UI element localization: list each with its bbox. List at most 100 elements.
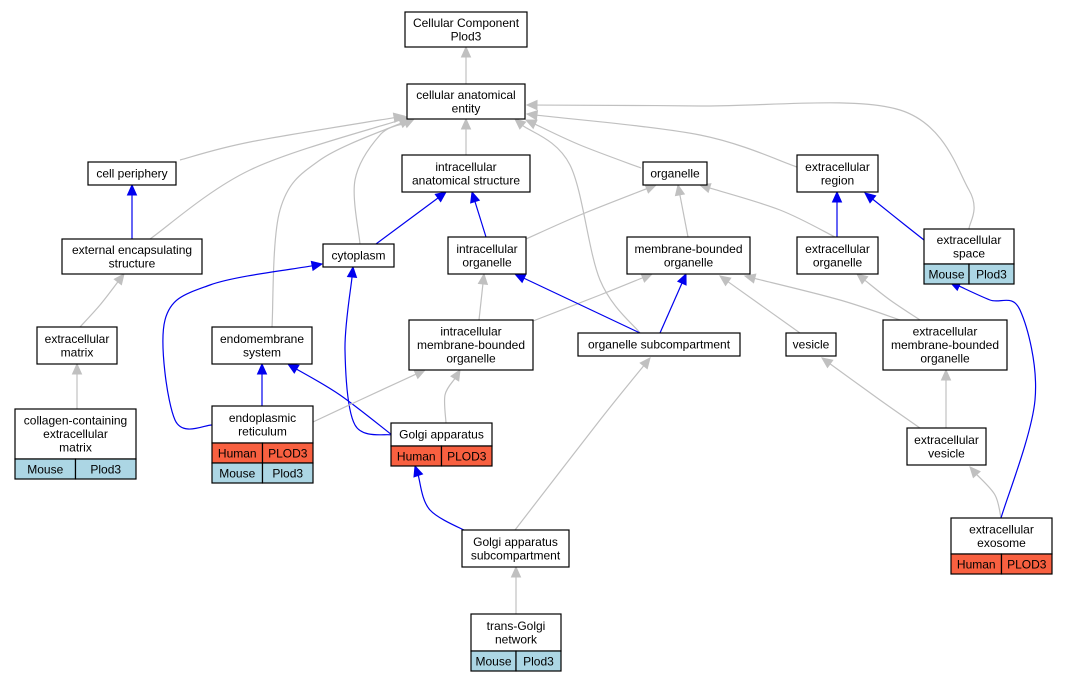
edge-ccecm-to-ecm [71,362,83,409]
edge-line [344,276,393,436]
edge-ga-to-cyt [344,265,393,436]
edge-ees-to-cae [149,115,411,240]
edge-imbo-to-io [477,272,489,321]
gene-tag: Plod3 [523,655,554,669]
arrowhead-icon [477,272,489,286]
node-label: cellular anatomical [416,88,515,102]
edge-line [679,194,689,238]
arrowhead-icon [640,273,654,283]
edge-er-to-imbo [312,369,427,423]
edge-line [478,283,484,321]
edge-io-to-ias [470,190,487,238]
edge-exo-to-exr [831,190,843,237]
edge-ias-to-cae [460,117,472,155]
node-label: extracellular [913,325,978,339]
edge-cyt-to-ias [375,191,447,245]
edge-line [162,265,313,430]
arrowhead-icon [513,273,527,284]
edge-io-to-org [525,183,658,240]
node-label: Cellular Component [413,16,520,30]
species-tag: Mouse [928,268,964,282]
node-label: extracellular [43,427,108,441]
node-label: extracellular [914,433,979,447]
gene-tag-cell [440,445,493,467]
node-box [642,161,708,186]
arrowhead-icon [460,45,472,58]
node-label: Plod3 [451,29,482,43]
node-box [322,243,395,268]
edge-line [659,282,683,334]
edge-line [149,119,400,240]
gene-tag: Plod3 [90,463,121,477]
edge-ga-to-imbo [443,368,461,424]
arrowhead-icon [639,357,651,370]
edge-line [976,474,1002,519]
node-org[interactable]: organelle [642,161,708,186]
node-ccecm[interactable]: collagen-containingextracellularmatrixMo… [14,408,137,480]
gene-tag-cell [1000,553,1053,575]
edge-line [296,368,393,436]
edge-gasc-to-ga [413,464,471,534]
gene-tag: PLOD3 [1007,558,1047,572]
edge-embo-to-mbo [743,273,901,321]
node-cyt[interactable]: cytoplasm [322,243,395,268]
arrowhead-icon [864,192,877,204]
node-label: collagen-containing [24,414,127,428]
edge-osc-to-cae [514,118,641,334]
arrowhead-icon [674,183,686,197]
edge-eex-to-exs [948,281,1037,519]
node-box [626,236,751,275]
arrowhead-icon [256,362,268,375]
node-label: organelle subcompartment [588,338,731,352]
edge-line [523,277,641,334]
edge-line [353,122,406,245]
node-osc[interactable]: organelle subcompartment [577,332,741,357]
edge-osc-to-mbo [659,272,687,334]
edge-ev-to-embo [940,368,952,428]
node-label: region [821,173,854,187]
node-box [406,83,526,120]
node-label: exosome [977,536,1026,550]
edge-imbo-to-mbo [532,273,654,322]
node-label: membrane-bounded [417,338,525,352]
node-cp[interactable]: cell periphery [87,161,177,186]
edge-er-to-ems [256,362,268,406]
node-label: intracellular [435,160,496,174]
edge-line [525,188,647,240]
edge-line [375,197,439,245]
node-label: intracellular [456,242,517,256]
edge-org-to-cae [524,119,642,169]
gene-tag: PLOD3 [268,447,308,461]
edge-line [271,122,402,328]
edge-line [179,117,395,161]
node-ves[interactable]: vesicle [785,332,837,357]
edge-ves-to-mbo [719,275,801,334]
arrowhead-icon [969,466,981,479]
edge-line [474,201,487,238]
node-label: cell periphery [96,167,167,181]
edge-tgn-to-gasc [510,565,522,614]
node-label: organelle [446,352,496,366]
species-tag: Mouse [27,463,63,477]
edge-line [312,373,417,423]
edge-line [754,277,901,321]
